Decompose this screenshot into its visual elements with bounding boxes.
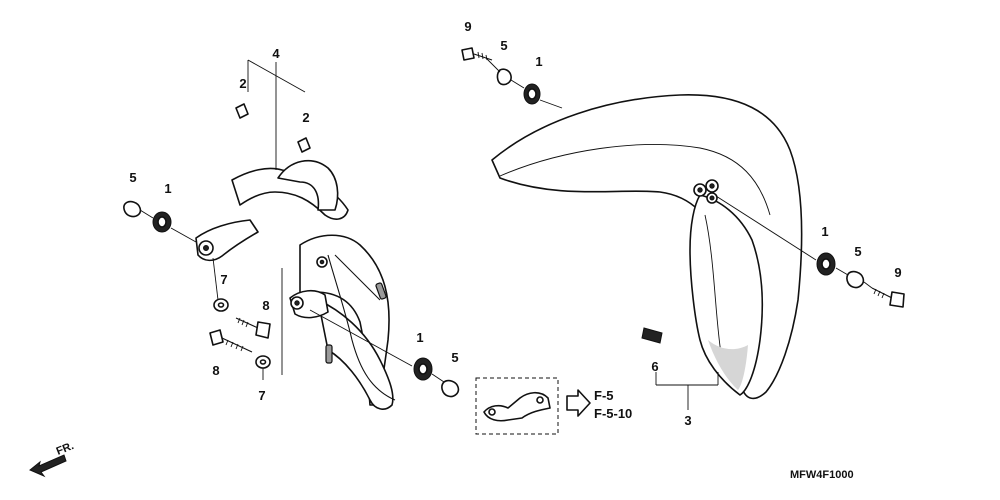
grommet-1-left: [152, 211, 172, 233]
grommet-1-top: [523, 83, 541, 105]
grommet-1-mid: [413, 357, 433, 381]
collar-5-mid: [441, 379, 460, 398]
collar-5-left: [123, 200, 142, 218]
washer-7-upper: [213, 298, 229, 312]
bolt-8-lower: [209, 329, 253, 353]
callout-7-upper: 7: [220, 272, 227, 287]
callout-5-right: 5: [854, 244, 861, 259]
callout-2-right: 2: [302, 110, 309, 125]
bolt-8-upper: [235, 317, 271, 339]
callout-labels: 9 5 1 4 2 2 5 1 7 8 8 7 1 5 1 5 9 6 3: [129, 19, 901, 428]
callout-9-top: 9: [464, 19, 471, 34]
callout-9-right: 9: [894, 265, 901, 280]
bolt-9-top: [461, 47, 493, 61]
callout-1-left: 1: [164, 181, 171, 196]
reference-f5: F-5: [594, 388, 614, 403]
fender-stay-bracket: [195, 160, 396, 410]
callout-5-left: 5: [129, 170, 136, 185]
grommet-1-right: [816, 252, 836, 276]
callout-6: 6: [651, 359, 658, 374]
callout-5-mid: 5: [451, 350, 458, 365]
spacer-2-right: [297, 137, 311, 153]
reference-f5-10: F-5-10: [594, 406, 632, 421]
washer-7-lower: [255, 355, 271, 369]
reference-arrow: [566, 389, 591, 417]
leader-lines: [139, 57, 873, 410]
callout-1-mid: 1: [416, 330, 423, 345]
reference-labels: F-5 F-5-10: [594, 388, 632, 421]
front-fender: [491, 94, 803, 400]
detail-box: [475, 377, 559, 435]
callout-1-right: 1: [821, 224, 828, 239]
front-label: FR.: [55, 440, 76, 458]
bolt-9-right: [871, 287, 905, 308]
fender-mount-bosses: [693, 179, 719, 204]
pad-6: [641, 327, 663, 344]
callout-2-left: 2: [239, 76, 246, 91]
callout-5-top: 5: [500, 38, 507, 53]
callout-3: 3: [684, 413, 691, 428]
callout-8-lower: 8: [212, 363, 219, 378]
spacer-2-left: [235, 103, 249, 119]
callout-4: 4: [272, 46, 280, 61]
callout-7-lower: 7: [258, 388, 265, 403]
callout-8-upper: 8: [262, 298, 269, 313]
callout-1-top: 1: [535, 54, 542, 69]
collar-5-right: [846, 270, 865, 289]
diagram-code: MFW4F1000: [790, 469, 854, 481]
front-direction-arrow: [29, 454, 67, 478]
collar-5-top: [496, 68, 512, 86]
